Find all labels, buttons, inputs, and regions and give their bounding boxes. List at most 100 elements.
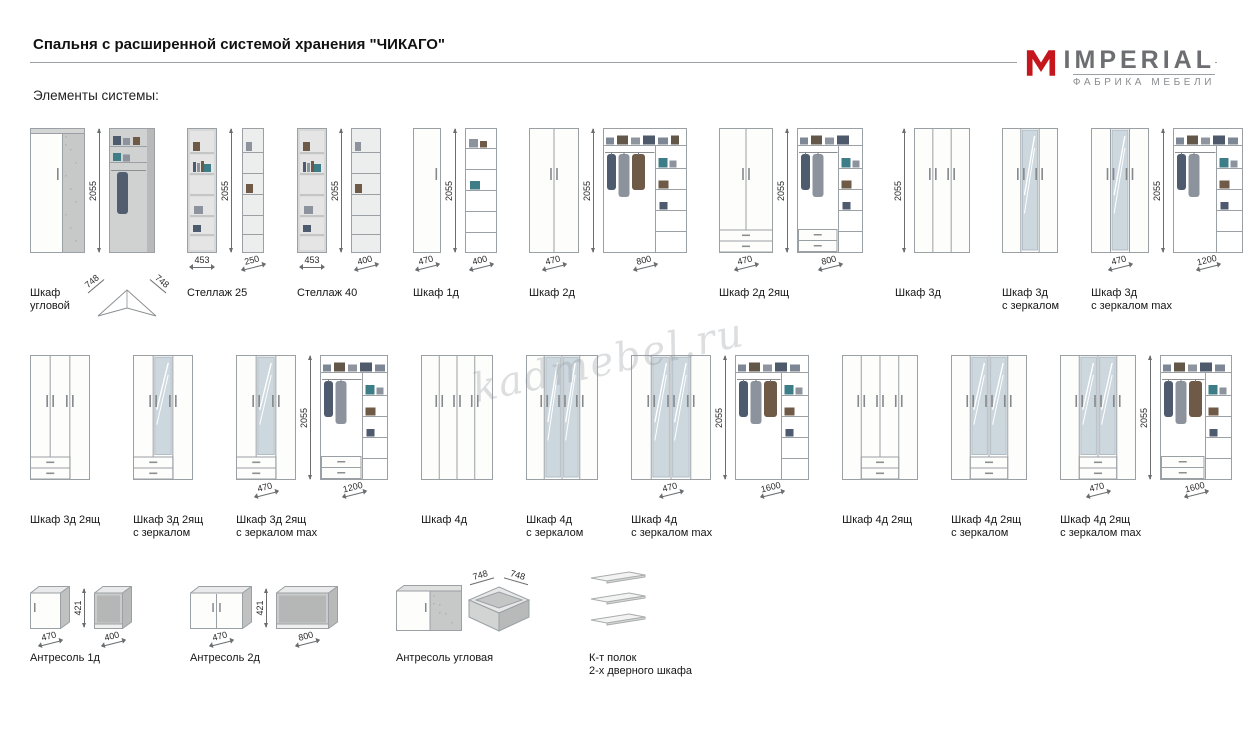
furniture-view	[109, 128, 155, 253]
dimension-line	[308, 355, 313, 480]
wardrobe-closed-view	[914, 128, 970, 253]
height-dimension: 2055	[299, 355, 315, 480]
height-dimension: 2055	[714, 355, 730, 480]
item-name-line: Антресоль 2д	[190, 652, 260, 664]
item-name: Шкаф 3д 2ящ	[30, 514, 100, 540]
wardrobe-closed-view	[529, 128, 579, 253]
item-name-line: Шкаф 3д	[1002, 287, 1048, 299]
dimension-label: 2055	[1139, 407, 1150, 428]
wardrobe-closed-view	[1091, 128, 1150, 253]
furniture-view: 470	[529, 128, 579, 274]
width-dimension: 250	[239, 253, 267, 276]
dimension-line	[453, 128, 457, 253]
height-dimension: 2055	[582, 128, 598, 253]
dimension-label: 2055	[714, 407, 725, 428]
item-name: Стеллаж 25	[187, 287, 247, 313]
width-dimension: 453	[189, 256, 215, 274]
furniture-view: 1600	[1160, 355, 1233, 501]
furniture-view: 470	[1060, 355, 1137, 503]
wardrobe-closed-view	[719, 128, 773, 253]
width-dimension: 470	[36, 629, 64, 652]
item-views: 470 2055 1600	[1060, 355, 1233, 503]
item-name: Антресоль угловая	[396, 652, 493, 678]
furniture-view	[421, 355, 494, 480]
wardrobe-interior-view	[1173, 128, 1244, 253]
wardrobe-closed-view	[951, 355, 1028, 480]
item-name-line: Шкаф 1д	[413, 287, 459, 299]
item-name-line: Шкаф 3д	[1091, 287, 1138, 299]
dimension-label: 2055	[444, 180, 454, 201]
item-name-line: Шкаф 2д 2ящ	[719, 287, 790, 299]
furniture-view: 470	[719, 128, 773, 274]
imperial-logo-m-icon	[1025, 48, 1057, 78]
wardrobe-interior-view	[735, 355, 810, 480]
furniture-view: 250	[239, 128, 267, 276]
item-name-line: с зеркалом	[1002, 300, 1060, 312]
item-name: Шкаф 3д	[895, 287, 941, 313]
dimension-label: 748	[466, 566, 495, 586]
width-dimension: 470	[657, 480, 685, 503]
item-views	[421, 355, 494, 500]
furniture-view: 470	[189, 570, 254, 650]
item-name-line: Шкаф 4д 2ящ	[951, 514, 1022, 526]
item-name-line: 2-х дверного шкафа	[589, 665, 693, 677]
item-name-line: Антресоль угловая	[396, 652, 494, 664]
item-views	[589, 570, 647, 640]
furniture-view: 400	[465, 128, 497, 274]
wardrobe-interior-view	[320, 355, 389, 480]
furniture-item: Шкаф 3д 2ящ	[30, 355, 100, 540]
item-name-line: Стеллаж 40	[297, 287, 358, 299]
dimension-label: 453	[304, 255, 320, 265]
furniture-view: 1200	[1173, 128, 1244, 274]
item-views	[30, 355, 90, 500]
shelving-side-view	[351, 128, 381, 253]
wardrobe-closed-view	[842, 355, 919, 480]
item-name-line: Шкаф 4д 2ящ	[1060, 514, 1131, 526]
furniture-view: 453	[297, 128, 327, 274]
wardrobe-closed-view	[1060, 355, 1137, 480]
furniture-view: 470	[236, 355, 297, 501]
width-dimension: 470	[732, 253, 760, 276]
corner-wardrobe-interior-view	[109, 128, 155, 253]
item-views	[526, 355, 599, 500]
width-dimension: 400	[467, 253, 495, 276]
wardrobe-closed-view	[1002, 128, 1058, 253]
cabinet-closed-view	[189, 585, 254, 630]
item-views: 2055	[30, 128, 155, 273]
furniture-item: Шкаф 4д 2ящ	[842, 355, 919, 540]
furniture-view	[394, 570, 462, 631]
dimension-label: 2055	[582, 180, 592, 201]
item-name-line: Шкаф 3д 2ящ	[133, 514, 204, 526]
width-dimension: 800	[293, 629, 321, 652]
item-name-line: Антресоль 1д	[30, 652, 100, 664]
item-name: Шкаф 4д	[421, 514, 467, 540]
width-dimension: 470	[1084, 480, 1112, 503]
height-dimension: 2055	[444, 128, 460, 253]
dimension-line	[1161, 128, 1166, 253]
dimension-line	[591, 128, 595, 253]
cabinet-closed-view	[29, 585, 72, 630]
width-dimension: 1600	[758, 480, 786, 503]
brand-name: IMPERIAL	[1063, 46, 1215, 74]
item-name-line: Шкаф 4д 2ящ	[842, 514, 913, 526]
